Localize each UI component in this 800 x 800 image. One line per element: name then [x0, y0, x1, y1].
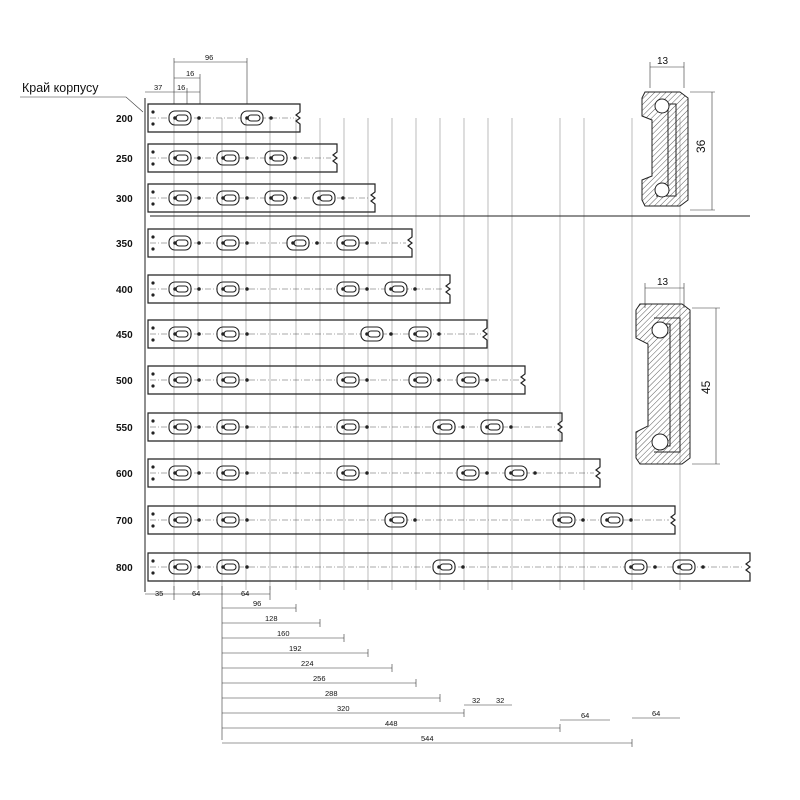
chain-dim-448: 448 — [385, 719, 398, 728]
rail-700 — [147, 505, 676, 535]
length-labels: 200 250 300 350 400 450 500 550 600 700 800 — [116, 114, 133, 574]
chain-dim-288: 288 — [325, 689, 338, 698]
length-label-450: 450 — [116, 330, 133, 341]
chain-dimensions: 96 128 160 192 224 256 288 320 448 544 32 32 64 64 — [222, 599, 680, 747]
chain-dim-256: 256 — [313, 674, 326, 683]
length-label-500: 500 — [116, 376, 133, 387]
pitch-dim-0: 32 — [472, 696, 480, 705]
length-label-700: 700 — [116, 516, 133, 527]
length-label-250: 250 — [116, 154, 133, 165]
dim-37: 37 — [154, 83, 162, 92]
chain-dim-320: 320 — [337, 704, 350, 713]
chain-dim-96: 96 — [253, 599, 261, 608]
dim-16-lower: 16 — [177, 83, 185, 92]
rail-500 — [147, 365, 526, 395]
dim-64-b: 64 — [241, 589, 249, 598]
chain-dim-160: 160 — [277, 629, 290, 638]
chain-dim-544: 544 — [421, 734, 434, 743]
rail-450 — [147, 319, 488, 349]
length-label-600: 600 — [116, 469, 133, 480]
rail-200 — [147, 103, 301, 133]
length-label-800: 800 — [116, 563, 133, 574]
cabinet-edge-leader — [20, 96, 144, 113]
rail-350 — [147, 228, 413, 258]
chain-dim-192: 192 — [289, 644, 302, 653]
rail-250 — [147, 143, 338, 173]
cabinet-edge-label: Край корпусу — [22, 81, 99, 95]
dim-35: 35 — [155, 589, 163, 598]
bottom-left-dimensions: 35 64 64 — [145, 586, 271, 740]
profile-large-width: 13 — [657, 277, 669, 288]
length-label-300: 300 — [116, 194, 133, 205]
slide-rails — [147, 103, 751, 582]
profile-small: 13 36 — [641, 56, 715, 211]
rail-300 — [147, 183, 376, 213]
profile-small-height: 36 — [694, 139, 708, 153]
pitch-dim-2: 64 — [581, 711, 589, 720]
length-label-400: 400 — [116, 285, 133, 296]
length-label-350: 350 — [116, 239, 133, 250]
rail-800 — [147, 552, 751, 582]
profile-large: 13 45 — [635, 277, 720, 465]
dim-64-a: 64 — [192, 589, 200, 598]
chain-dim-224: 224 — [301, 659, 314, 668]
profile-small-width: 13 — [657, 56, 669, 67]
profile-large-height: 45 — [699, 380, 713, 394]
pitch-dim-3: 64 — [652, 709, 660, 718]
dim-16-upper: 16 — [186, 69, 194, 78]
dim-96-top: 96 — [205, 53, 213, 62]
length-label-200: 200 — [116, 114, 133, 125]
rail-400 — [147, 274, 451, 304]
top-dimensions: 96 16 37 16 — [145, 53, 248, 108]
rail-600 — [147, 458, 601, 488]
hole-projection-lines — [173, 118, 681, 590]
chain-dim-128: 128 — [265, 614, 278, 623]
rail-550 — [147, 412, 563, 442]
pitch-dim-1: 32 — [496, 696, 504, 705]
length-label-550: 550 — [116, 423, 133, 434]
